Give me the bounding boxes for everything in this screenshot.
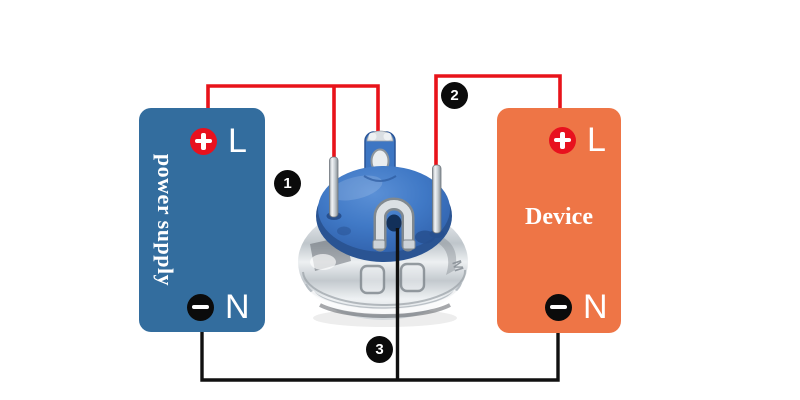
marker-1: 1 [274,170,301,197]
minus-icon [545,293,572,321]
chrome-rim-line [302,269,467,306]
chrome-facet [401,264,424,291]
device-box: L Device N [497,108,621,333]
device-live-terminal: L [549,123,606,157]
marker-3-number: 3 [375,341,384,358]
push-button-photo: M [298,130,468,327]
neutral-wire [200,228,560,382]
marker-3: 3 [366,336,393,363]
power-supply-label: power supply [153,153,178,287]
button-pin-right [429,164,445,238]
marker-2-number: 2 [450,87,459,104]
marker-1-number: 1 [283,175,292,192]
device-neutral-label: N [583,288,608,326]
power-neutral-terminal: N [187,290,250,324]
power-live-label: L [228,122,247,160]
device-neutral-terminal: N [545,290,608,324]
button-pin-left [326,156,342,220]
chrome-facet [361,266,384,293]
button-center-terminal [372,197,416,252]
marker-2: 2 [441,82,468,109]
chrome-reflection [438,238,457,275]
chrome-facet-outline [359,264,386,295]
minus-icon [187,293,214,321]
power-neutral-label: N [225,288,250,326]
power-live-terminal: L [190,124,247,158]
cap-ridge [363,175,397,182]
live-wire-right [434,74,562,172]
cap-recess [337,226,351,236]
device-label: Device [525,204,593,230]
chrome-highlight [310,254,336,270]
button-engraving: M [449,258,467,273]
plus-icon [190,127,217,155]
plus-icon [549,126,576,154]
power-supply-box: L power supply N [139,108,265,332]
chrome-facet-outline [399,262,426,293]
device-live-label: L [587,121,606,159]
chrome-bottom-edge [319,303,451,319]
cap-highlight [329,175,383,201]
live-wire-left [206,84,380,165]
terminal-hole [386,214,402,232]
chrome-rim-highlight [308,289,460,315]
